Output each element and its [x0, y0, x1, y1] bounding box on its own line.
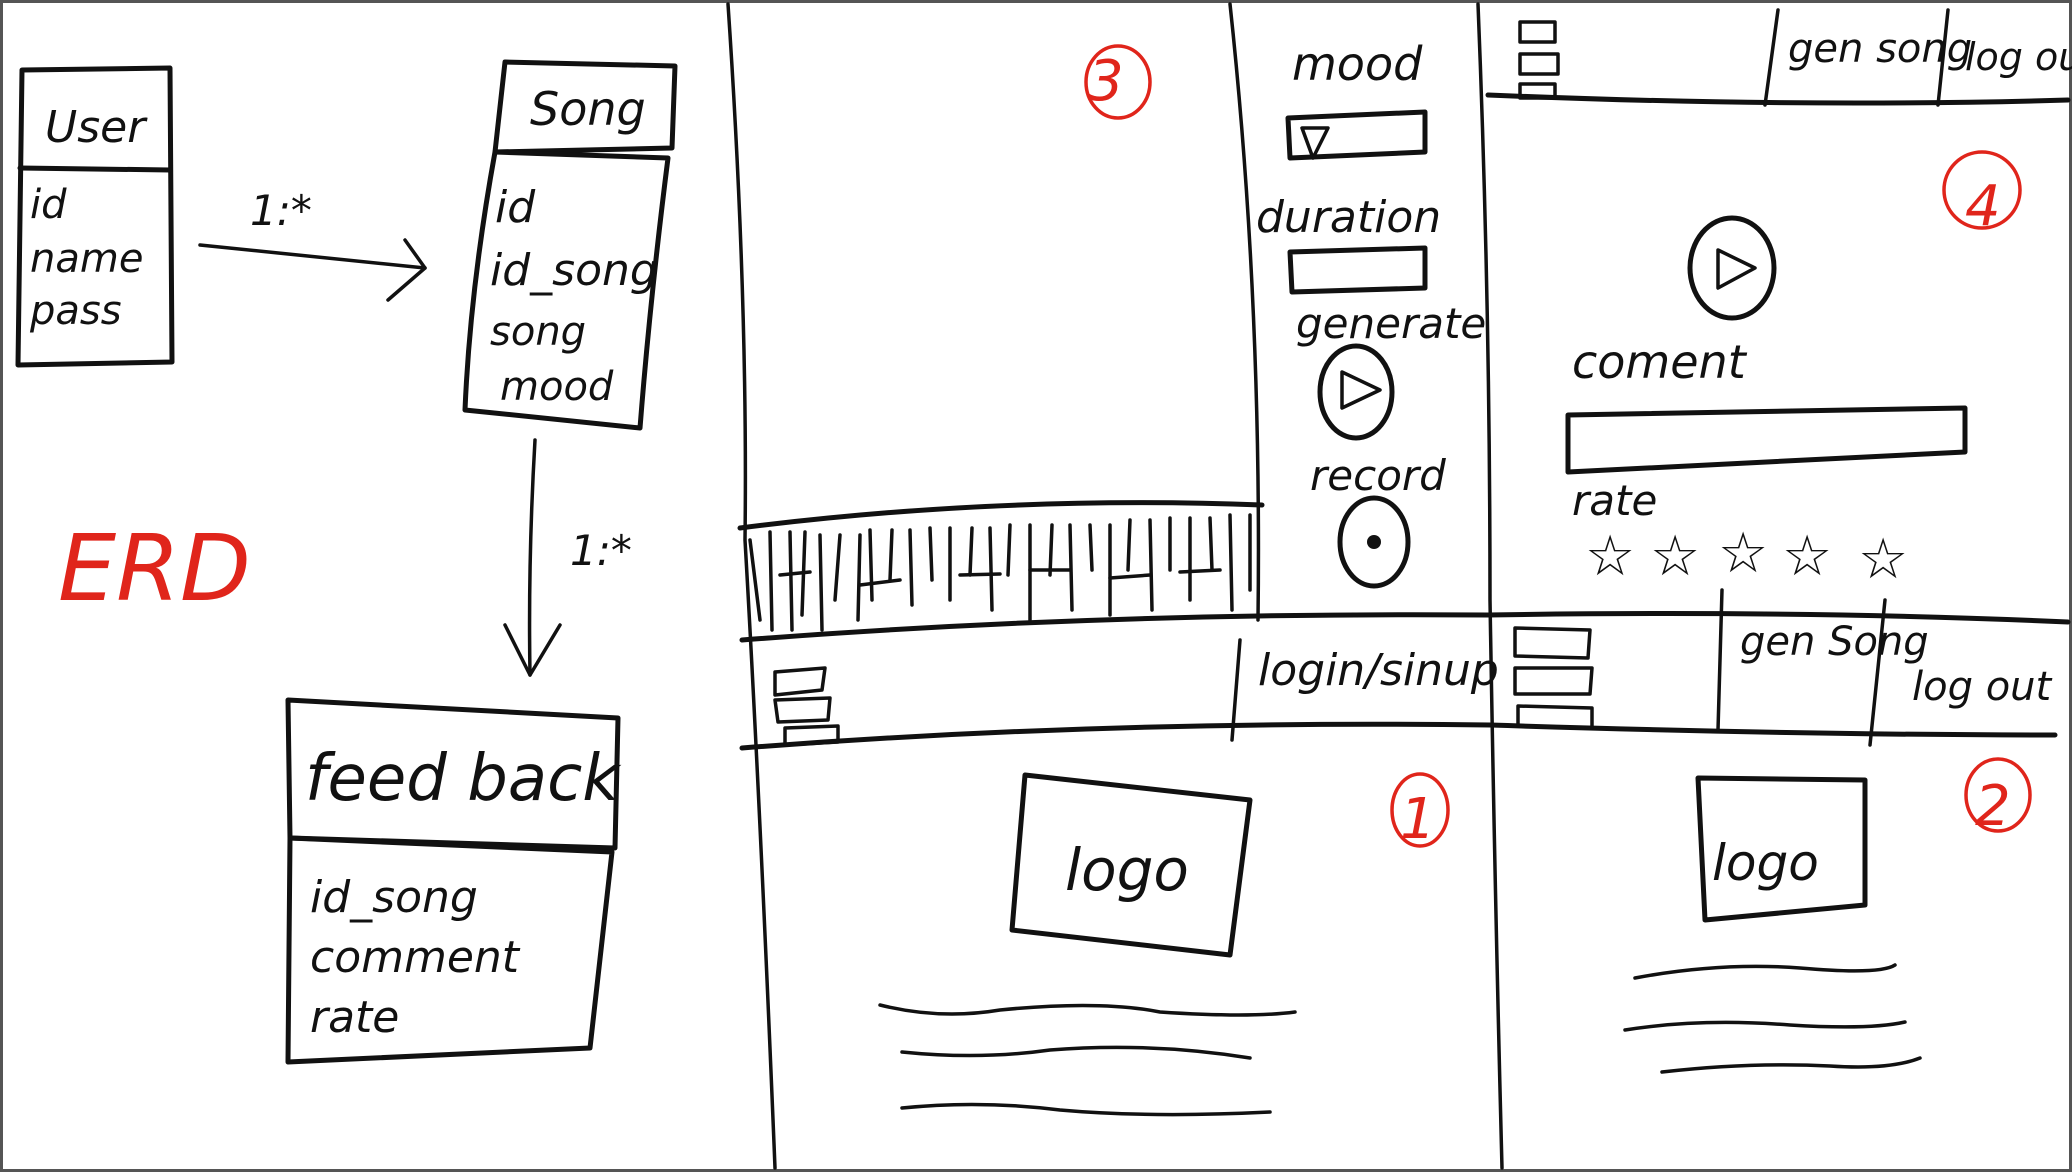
- menu-icon[interactable]: [773, 666, 840, 747]
- entity-feedback-field: rate: [310, 992, 399, 1043]
- star-icon[interactable]: ☆: [1718, 521, 1768, 586]
- star-icon[interactable]: ☆: [1782, 524, 1832, 589]
- erd-section: User id name pass 1:* Song id id_song so…: [15, 59, 678, 1065]
- logo-box: logo: [1695, 775, 1868, 923]
- entity-user-field: pass: [29, 288, 122, 334]
- relation-song-feedback: 1:*: [503, 438, 632, 677]
- relation-user-song-label: 1:*: [250, 186, 312, 235]
- comment-label: coment: [1572, 335, 1748, 389]
- screen-2-home: gen Song log out 2 logo: [1513, 588, 2053, 1074]
- screen-4-number-circle: [1942, 150, 2022, 230]
- menu-icon[interactable]: [1518, 20, 1560, 100]
- relation-song-feedback-label: 1:*: [570, 526, 632, 575]
- gen-song-nav-item[interactable]: gen song: [1788, 26, 1972, 72]
- entity-feedback: feed back id_song comment rate: [285, 697, 622, 1065]
- text-placeholder-lines: [1623, 963, 1922, 1074]
- entity-song-field: song: [490, 309, 586, 355]
- comment-input[interactable]: [1565, 405, 1968, 475]
- entity-feedback-field: id_song: [310, 872, 478, 923]
- star-icon[interactable]: ☆: [1585, 524, 1635, 589]
- screen-1-number-circle: [1390, 772, 1450, 848]
- relation-user-song: 1:*: [198, 186, 427, 302]
- play-button[interactable]: [1687, 215, 1777, 321]
- logo-text: logo: [1065, 836, 1189, 904]
- entity-user-title: User: [45, 102, 148, 153]
- logo-text: logo: [1712, 834, 1819, 892]
- record-button[interactable]: [1337, 495, 1411, 589]
- screen-4-feedback: gen song log out 4 coment rate ☆ ☆ ☆ ☆ ☆: [1518, 8, 2072, 592]
- gen-song-nav-item[interactable]: gen Song: [1740, 619, 1929, 665]
- entity-song-field: id_song: [490, 245, 658, 296]
- duration-label: duration: [1256, 192, 1441, 243]
- rating-stars[interactable]: ☆ ☆ ☆ ☆ ☆: [1585, 521, 1908, 592]
- text-placeholder-lines: [878, 1003, 1297, 1117]
- log-out-nav-item[interactable]: log out: [1912, 664, 2053, 710]
- waveform-panel: [748, 513, 1252, 632]
- screen-3-number-circle: [1084, 44, 1152, 120]
- entity-user: User id name pass: [15, 65, 175, 368]
- entity-feedback-field: comment: [310, 932, 521, 983]
- generate-label: generate: [1296, 299, 1486, 348]
- entity-song-field: id: [495, 182, 536, 233]
- mood-label: mood: [1292, 37, 1423, 91]
- record-icon: [1367, 535, 1381, 549]
- wireframe-dividers: [726, 2, 2071, 1170]
- erd-label: ERD: [58, 515, 251, 622]
- entity-song-title: Song: [530, 82, 646, 136]
- play-icon: [1340, 370, 1382, 410]
- dropdown-arrow-icon: [1300, 126, 1330, 160]
- star-icon[interactable]: ☆: [1858, 527, 1908, 592]
- entity-song: Song id id_song song mood: [462, 59, 678, 431]
- record-label: record: [1310, 451, 1446, 500]
- log-out-nav-item[interactable]: log out: [1965, 35, 2072, 79]
- entity-song-field: mood: [500, 364, 614, 410]
- menu-icon[interactable]: [1513, 626, 1594, 730]
- entity-feedback-title: feed back: [305, 742, 622, 816]
- screen-1-landing: login/sinup 1 logo: [773, 638, 1499, 1117]
- screen-2-number: 2: [1975, 774, 2011, 839]
- entity-user-field: id: [30, 182, 67, 228]
- screen-2-number-circle: [1964, 757, 2032, 833]
- duration-input[interactable]: [1287, 245, 1428, 295]
- rate-label: rate: [1572, 476, 1657, 525]
- login-signup-button[interactable]: login/sinup: [1258, 645, 1499, 696]
- star-icon[interactable]: ☆: [1650, 524, 1700, 589]
- mood-dropdown[interactable]: [1285, 109, 1428, 161]
- entity-user-field: name: [30, 236, 143, 282]
- screen-3-generator: 3 mood duration generate record: [748, 37, 1486, 632]
- play-icon: [1716, 248, 1757, 290]
- logo-box: logo: [1009, 772, 1253, 958]
- generate-button[interactable]: [1317, 343, 1395, 441]
